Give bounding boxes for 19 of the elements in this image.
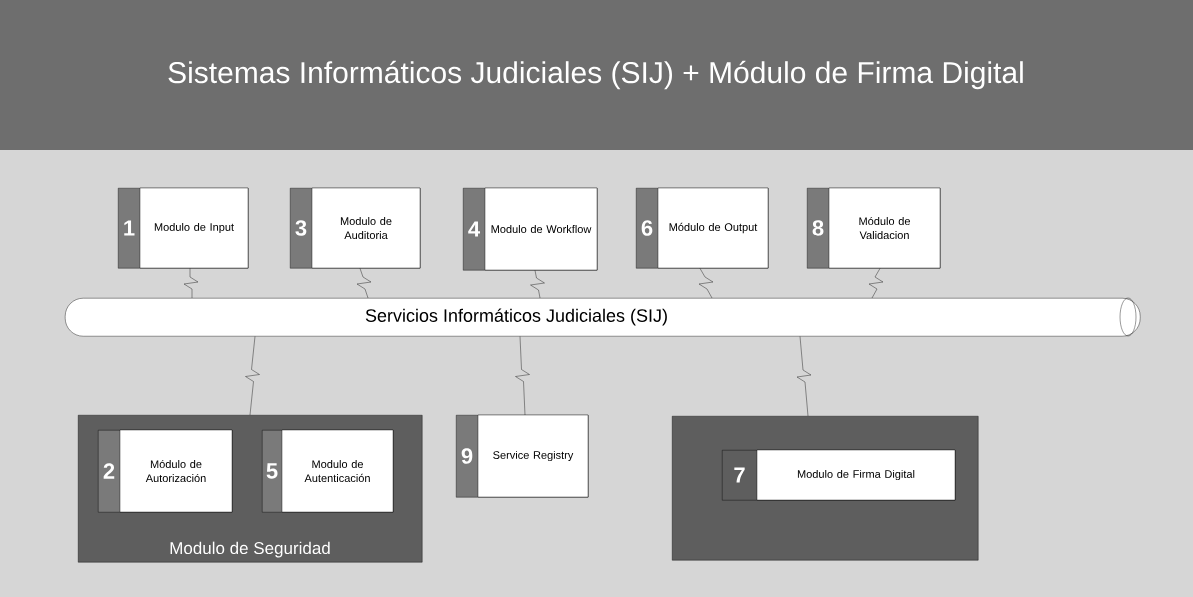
module-box: 4 Modulo de Workflow <box>463 187 598 271</box>
lightning-connector <box>698 268 714 299</box>
lightning-connector <box>245 336 260 416</box>
lightning-connector <box>530 270 545 299</box>
module-box: 7 Modulo de Firma Digital <box>722 449 956 501</box>
lightning-connector <box>796 336 812 417</box>
module-box: 3 Modulo de Auditoria <box>290 187 421 269</box>
module-box: 6 Módulo de Output <box>636 187 769 269</box>
bus-cylinder: Servicios Informáticos Judiciales (SIJ) <box>65 297 1141 337</box>
lightning-connector <box>868 268 884 299</box>
module-box: 5 Modulo de Autenticación <box>262 429 394 513</box>
module-box: 1 Modulo de Input <box>118 187 249 269</box>
module-box: 2 Módulo de Autorización <box>98 429 233 513</box>
module-box: 9 Service Registry <box>456 414 589 498</box>
lightning-connector <box>183 268 199 299</box>
lightning-connector <box>356 268 372 299</box>
lightning-connector <box>515 336 530 416</box>
module-box: 8 Módulo de Validacion <box>807 187 941 269</box>
title-banner: Sistemas Informáticos Judiciales (SIJ) + Módulo de Firma Digital <box>0 0 1193 150</box>
